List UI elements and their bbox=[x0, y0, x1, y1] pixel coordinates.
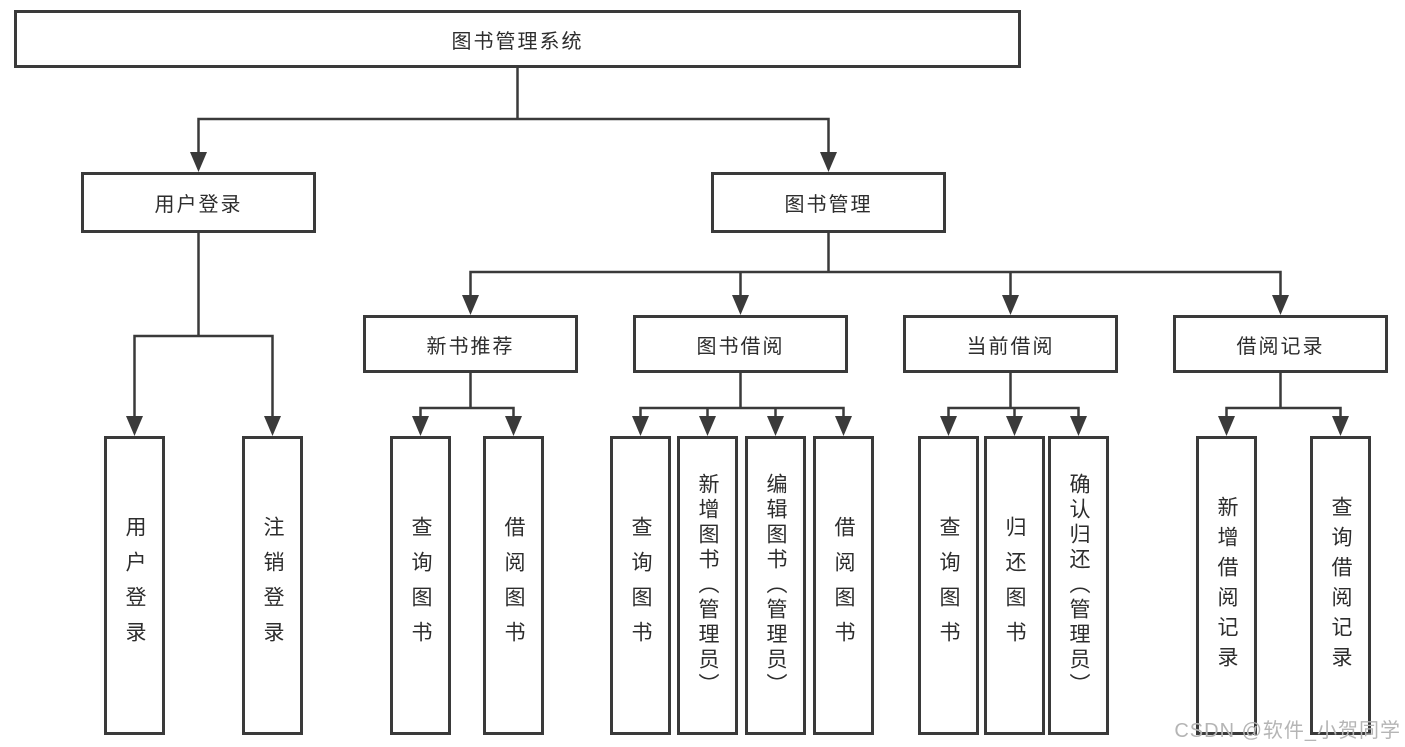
csdn-watermark: CSDN @软件_小贺同学 bbox=[1174, 720, 1401, 742]
node-borrowing-records: 借阅记录 bbox=[1173, 315, 1388, 373]
leaf-query-borrow-record: 查询借阅记录 bbox=[1310, 436, 1371, 735]
node-label: 查询图书 bbox=[409, 515, 432, 656]
node-library-management-system: 图书管理系统 bbox=[14, 10, 1021, 68]
leaf-user-login: 用户登录 bbox=[104, 436, 165, 735]
node-label: 新增借阅记录 bbox=[1215, 495, 1238, 676]
node-user-login-branch: 用户登录 bbox=[81, 172, 316, 233]
node-book-borrowing: 图书借阅 bbox=[633, 315, 848, 373]
node-label: 图书管理 bbox=[784, 194, 873, 216]
node-label: 图书管理系统 bbox=[451, 30, 584, 53]
leaf-query-books-recommend: 查询图书 bbox=[390, 436, 451, 735]
leaf-borrow-books: 借阅图书 bbox=[813, 436, 874, 735]
leaf-edit-books-admin: 编辑图书（管理员） bbox=[745, 436, 806, 735]
node-book-management: 图书管理 bbox=[711, 172, 946, 233]
leaf-confirm-return-admin: 确认归还（管理员） bbox=[1048, 436, 1109, 735]
leaf-add-borrow-record: 新增借阅记录 bbox=[1196, 436, 1257, 735]
node-label: 查询借阅记录 bbox=[1329, 495, 1352, 676]
node-label: 用户登录 bbox=[123, 515, 146, 656]
node-new-book-recommend: 新书推荐 bbox=[363, 315, 578, 373]
node-current-borrowing: 当前借阅 bbox=[903, 315, 1118, 373]
leaf-logout: 注销登录 bbox=[242, 436, 303, 735]
node-label: 借阅图书 bbox=[832, 515, 855, 656]
node-label: 归还图书 bbox=[1003, 515, 1026, 656]
leaf-return-books: 归还图书 bbox=[984, 436, 1045, 735]
node-label: 查询图书 bbox=[629, 515, 652, 656]
node-label: 借阅记录 bbox=[1236, 335, 1325, 358]
leaf-query-books-current: 查询图书 bbox=[918, 436, 979, 735]
node-label: 查询图书 bbox=[937, 515, 960, 656]
leaf-query-books-borrowing: 查询图书 bbox=[610, 436, 671, 735]
node-label: 编辑图书（管理员） bbox=[764, 473, 787, 698]
node-label: 用户登录 bbox=[154, 194, 243, 216]
node-label: 新增图书（管理员） bbox=[696, 473, 719, 698]
node-label: 图书借阅 bbox=[696, 335, 785, 358]
node-label: 确认归还（管理员） bbox=[1067, 473, 1090, 698]
node-label: 当前借阅 bbox=[966, 335, 1055, 358]
node-label: 注销登录 bbox=[261, 515, 284, 656]
leaf-add-books-admin: 新增图书（管理员） bbox=[677, 436, 738, 735]
leaf-borrow-books-recommend: 借阅图书 bbox=[483, 436, 544, 735]
arrowheads bbox=[126, 152, 1349, 436]
node-label: 借阅图书 bbox=[502, 515, 525, 656]
node-label: 新书推荐 bbox=[426, 335, 515, 358]
